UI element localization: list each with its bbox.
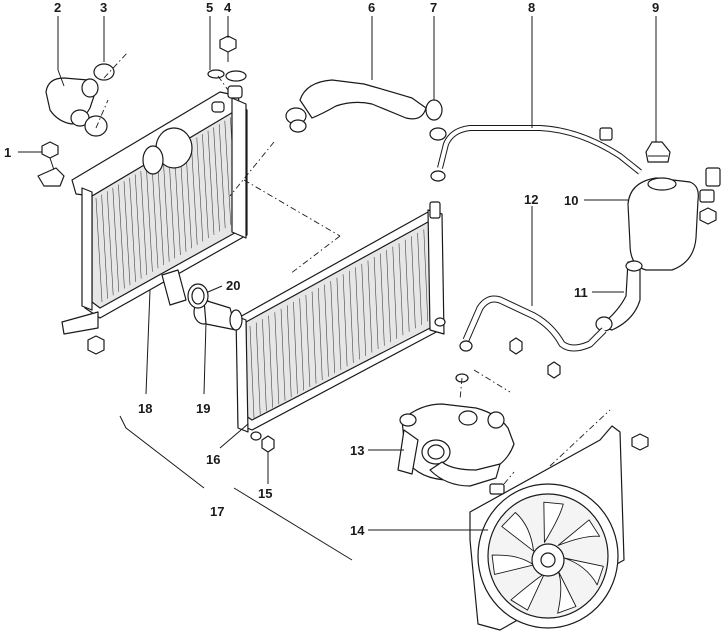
clamp-7-icon xyxy=(425,99,447,182)
bolt-1-icon xyxy=(37,141,65,187)
callout-1: 1 xyxy=(4,145,11,160)
radiator-exploded xyxy=(235,201,446,453)
callout-9: 9 xyxy=(652,0,659,15)
callout-7: 7 xyxy=(430,0,437,15)
callout-3: 3 xyxy=(100,0,107,15)
callout-18: 18 xyxy=(138,401,152,416)
callout-16: 16 xyxy=(206,452,220,467)
cap-9-icon xyxy=(645,141,671,163)
callout-labels: 1 2 3 5 4 6 7 8 9 10 12 11 20 18 19 16 1… xyxy=(4,0,659,538)
callout-5: 5 xyxy=(206,0,213,15)
callout-4: 4 xyxy=(224,0,232,15)
hose-12 xyxy=(455,295,607,383)
bolt-4-icon xyxy=(219,35,237,62)
radiator-assembled xyxy=(61,85,248,355)
callout-17: 17 xyxy=(210,504,224,519)
hose-8 xyxy=(437,125,642,175)
leader-lines xyxy=(18,16,657,561)
callout-2: 2 xyxy=(54,0,61,15)
callout-6: 6 xyxy=(368,0,375,15)
callout-12: 12 xyxy=(524,192,538,207)
hose-6 xyxy=(285,79,427,133)
callout-10: 10 xyxy=(564,193,578,208)
callout-8: 8 xyxy=(528,0,535,15)
hose-2 xyxy=(45,77,99,127)
callout-11: 11 xyxy=(574,285,588,300)
callout-14: 14 xyxy=(350,523,365,538)
fan-assembly-14 xyxy=(469,425,649,631)
radiator-core-fins-exploded xyxy=(249,225,435,419)
alignment-lines xyxy=(95,51,611,485)
clamp-3-icon xyxy=(84,63,115,137)
fan-blades xyxy=(491,501,604,614)
thermostat-housing-13 xyxy=(397,403,515,487)
expansion-tank-10 xyxy=(627,167,721,271)
hose-11 xyxy=(595,260,643,332)
callout-13: 13 xyxy=(350,443,364,458)
coupler-19-icon xyxy=(193,299,243,331)
callout-15: 15 xyxy=(258,486,272,501)
washer-5-icon xyxy=(207,69,247,82)
ring-20-icon xyxy=(187,283,209,309)
callout-20: 20 xyxy=(226,278,240,293)
callout-19: 19 xyxy=(196,401,210,416)
